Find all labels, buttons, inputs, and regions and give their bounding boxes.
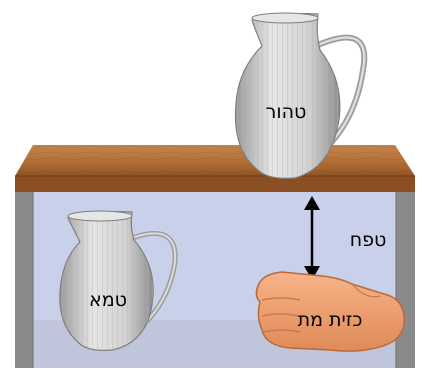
impure-jug-label: טמא [89,289,127,311]
handbreadth-label: טפח [350,229,387,251]
handbreadth-arrow [304,196,320,280]
wooden-shelf [15,145,415,192]
hand: כזית מת [255,271,405,352]
pure-jug-label: טהור [266,101,307,123]
cabinet-left-wall [15,192,33,368]
cabinet-right-wall [396,192,415,368]
impure-jug: טמא [59,210,178,351]
corpse-olive-label: כזית מת [298,309,363,331]
pure-jug: טהור [234,12,368,179]
